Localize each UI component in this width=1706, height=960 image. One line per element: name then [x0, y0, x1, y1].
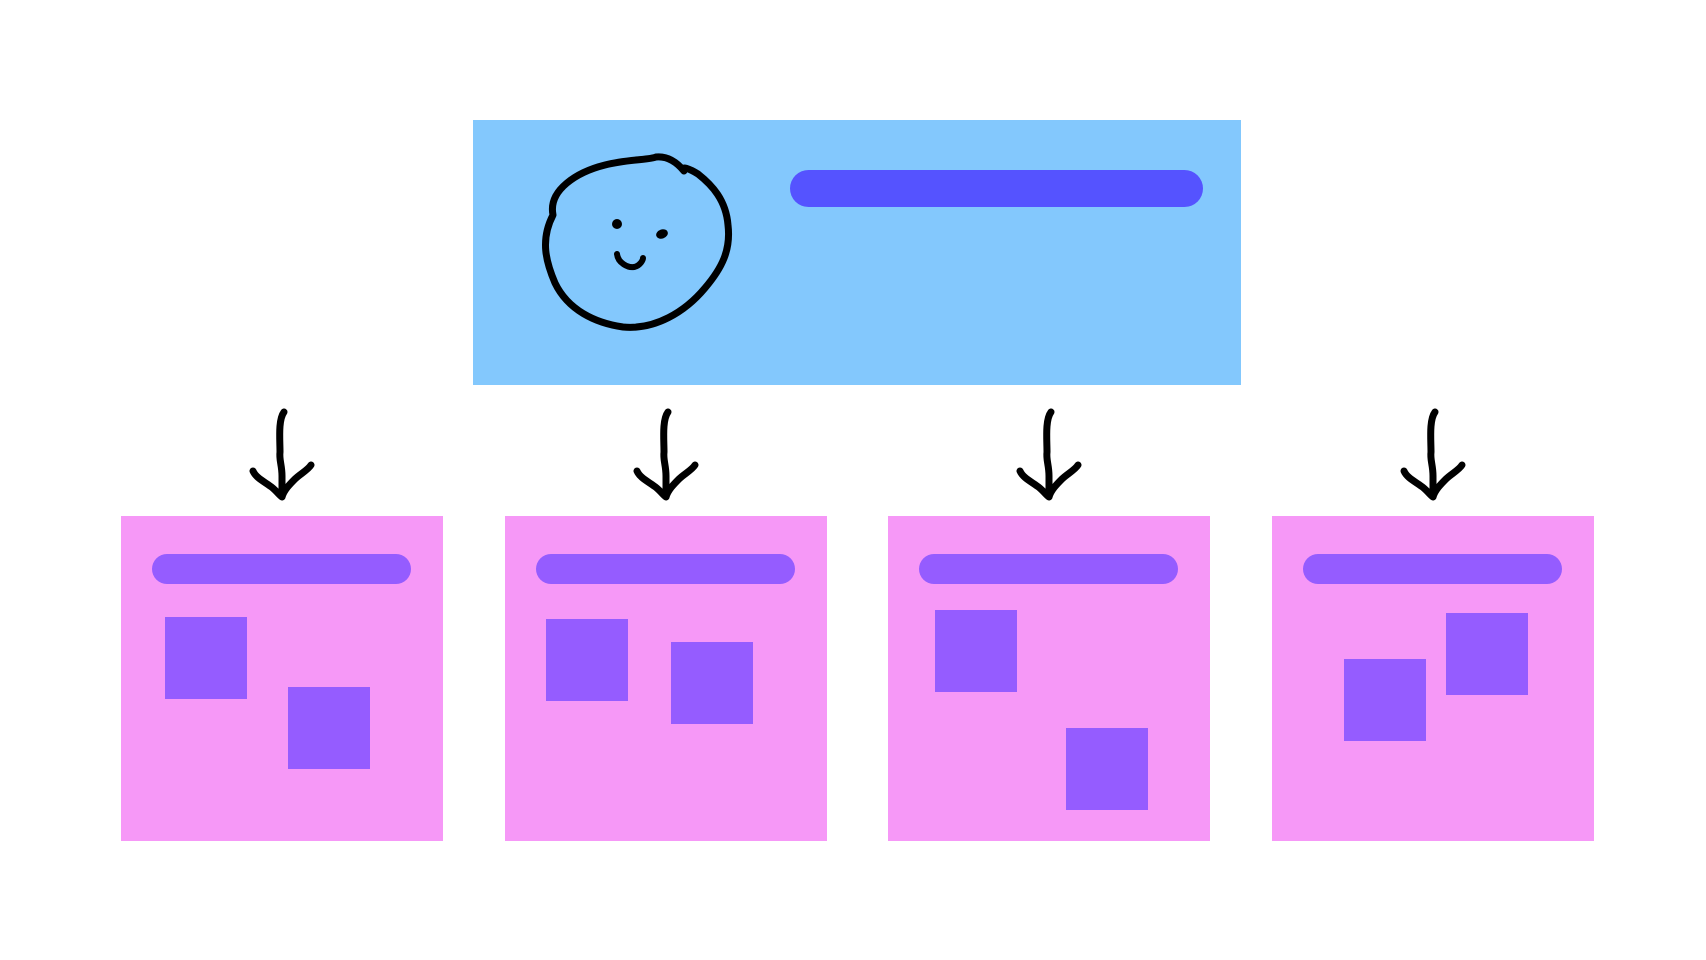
child-title-bar [1303, 554, 1562, 584]
hand-drawn-down-arrow-icon [633, 408, 699, 501]
content-block [1344, 659, 1426, 741]
hand-drawn-down-arrow-icon [249, 408, 315, 501]
parent-title-bar [790, 170, 1203, 207]
child-title-bar [919, 554, 1178, 584]
child-card[interactable] [121, 516, 443, 841]
hand-drawn-down-arrow-icon [1016, 408, 1082, 501]
content-block [165, 617, 247, 699]
content-block [1066, 728, 1148, 810]
content-block [935, 610, 1017, 692]
child-title-bar [536, 554, 795, 584]
child-cards [121, 408, 1594, 841]
hand-drawn-down-arrow-icon [1400, 408, 1466, 501]
parent-card[interactable] [473, 120, 1241, 385]
parent-card-background [473, 120, 1241, 385]
child-card[interactable] [1272, 516, 1594, 841]
content-block [546, 619, 628, 701]
child-card[interactable] [505, 516, 827, 841]
child-title-bar [152, 554, 411, 584]
content-block [1446, 613, 1528, 695]
content-block [671, 642, 753, 724]
child-card[interactable] [888, 516, 1210, 841]
hand-drawn-smiley-face-icon [542, 153, 733, 331]
content-block [288, 687, 370, 769]
